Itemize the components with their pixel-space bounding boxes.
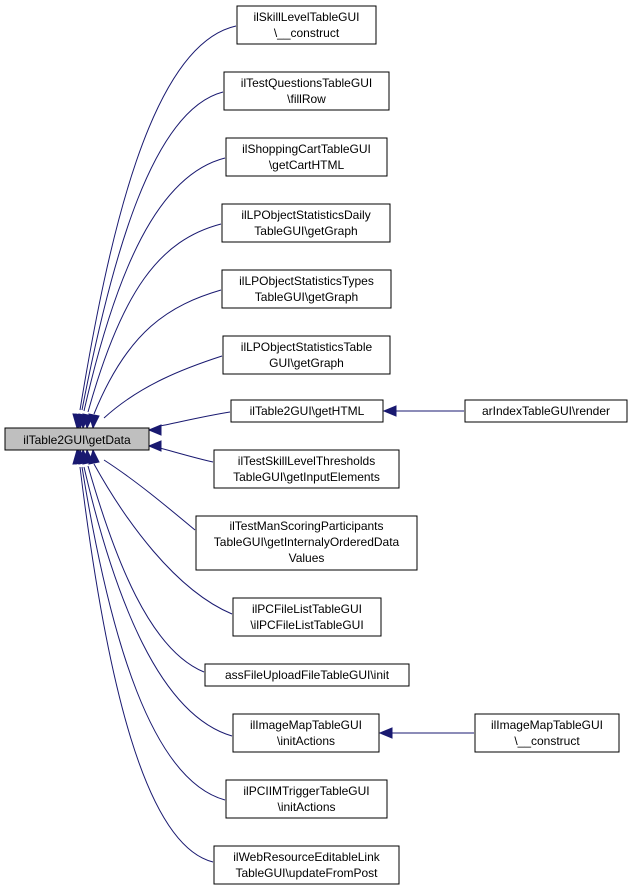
node-image-map-table-construct[interactable]: ilImageMapTableGUI \__construct <box>474 713 620 753</box>
node-label-line: ilPCIIMTriggerTableGUI <box>243 784 369 798</box>
edge-line <box>93 463 233 615</box>
edge-line <box>79 466 214 863</box>
node-label-line: assFileUploadFileTableGUI\init <box>225 668 390 682</box>
arrowhead <box>382 405 397 417</box>
edge-line <box>87 465 205 673</box>
node-shopping-cart-table-getcarthtml[interactable]: ilShoppingCartTableGUI \getCartHTML <box>225 137 388 177</box>
node-label-line: arIndexTableGUI\render <box>482 404 610 418</box>
edge-render-to-gethtml <box>382 405 464 417</box>
arrowhead <box>147 424 162 436</box>
node-table2gui-gethtml[interactable]: ilTable2GUI\getHTML <box>230 399 384 423</box>
edge-line <box>79 25 237 411</box>
arrowhead <box>72 448 84 465</box>
edge-line <box>81 91 224 411</box>
node-ar-index-table-render[interactable]: arIndexTableGUI\render <box>464 399 628 423</box>
node-label-line: \initActions <box>277 734 335 748</box>
edge-line <box>103 355 223 419</box>
node-web-resource-editable-link-updatefrompost[interactable]: ilWebResourceEditableLink TableGUI\updat… <box>213 845 400 885</box>
node-label-line: \__construct <box>514 734 580 748</box>
edge-web-resource-to-root <box>72 448 214 863</box>
node-label-line: TableGUI\getGraph <box>254 224 357 238</box>
node-label-line: TableGUI\getInternalyOrderedData <box>214 535 400 549</box>
node-label-line: GUI\getGraph <box>269 356 344 370</box>
node-label-line: ilLPObjectStatisticsDaily <box>241 208 370 222</box>
node-pc-file-list-table-constructor[interactable]: ilPCFileListTableGUI \ilPCFileListTableG… <box>232 597 382 637</box>
node-label-line: ilTestManScoringParticipants <box>229 519 383 533</box>
edge-line <box>87 223 222 413</box>
node-label-line: \getCartHTML <box>269 158 345 172</box>
edge-line <box>81 466 226 801</box>
edge-line <box>83 466 233 737</box>
node-label-line: ilTestSkillLevelThresholds <box>238 454 375 468</box>
node-label-line: ilTable2GUI\getHTML <box>250 404 365 418</box>
node-label-line: Values <box>289 551 325 565</box>
edge-gethtml-to-root <box>147 411 231 436</box>
node-label-line: ilLPObjectStatisticsTable <box>241 340 373 354</box>
edge-file-upload-to-root <box>78 448 205 673</box>
node-label-line: TableGUI\getGraph <box>255 290 358 304</box>
edge-lp-table-to-root <box>88 355 223 430</box>
node-lp-statistics-daily-getgraph[interactable]: ilLPObjectStatisticsDaily TableGUI\getGr… <box>221 203 391 243</box>
edge-line <box>159 447 214 463</box>
node-label-line: ilPCFileListTableGUI <box>252 602 362 616</box>
arrowhead <box>378 727 393 739</box>
edge-image-map-construct-to-initactions <box>378 727 474 739</box>
edge-line <box>159 411 231 427</box>
node-pc-iim-trigger-table-initactions[interactable]: ilPCIIMTriggerTableGUI \initActions <box>225 779 388 819</box>
node-label-line: \ilPCFileListTableGUI <box>250 618 363 632</box>
edge-test-questions-to-root <box>73 91 224 430</box>
edge-layer <box>72 25 474 863</box>
node-test-skill-level-thresholds-getinputelements[interactable]: ilTestSkillLevelThresholds TableGUI\getI… <box>213 449 400 489</box>
arrowhead <box>147 440 162 452</box>
node-lp-statistics-types-getgraph[interactable]: ilLPObjectStatisticsTypes TableGUI\getGr… <box>221 269 392 309</box>
node-label-line: ilImageMapTableGUI <box>491 718 603 732</box>
node-label-line: ilImageMapTableGUI <box>250 718 362 732</box>
node-label-line: ilLPObjectStatisticsTypes <box>239 274 374 288</box>
node-label-line: \initActions <box>277 800 335 814</box>
node-ass-file-upload-table-init[interactable]: assFileUploadFileTableGUI\init <box>204 663 410 687</box>
edge-image-map-to-root <box>75 448 233 737</box>
node-image-map-table-initactions[interactable]: ilImageMapTableGUI \initActions <box>232 713 380 753</box>
node-root[interactable]: ilTable2GUI\getData <box>4 427 150 451</box>
node-label-line: ilSkillLevelTableGUI <box>253 10 359 24</box>
arrowhead <box>88 413 100 430</box>
node-test-man-scoring-participants-values[interactable]: ilTestManScoringParticipants TableGUI\ge… <box>195 515 418 571</box>
node-label-line: ilWebResourceEditableLink <box>233 850 381 864</box>
node-root-label: ilTable2GUI\getData <box>23 433 131 447</box>
edge-line <box>93 289 222 415</box>
node-skill-level-table-construct[interactable]: ilSkillLevelTableGUI \__construct <box>236 5 377 45</box>
edge-thresholds-to-root <box>147 440 214 463</box>
node-label-line: TableGUI\updateFromPost <box>235 866 378 880</box>
edge-line <box>83 157 226 412</box>
node-label-line: \__construct <box>274 26 340 40</box>
node-lp-statistics-table-getgraph[interactable]: ilLPObjectStatisticsTable GUI\getGraph <box>222 335 391 375</box>
edge-man-scoring-to-root <box>88 448 196 531</box>
node-label-line: TableGUI\getInputElements <box>233 470 380 484</box>
node-label-line: \fillRow <box>287 92 326 106</box>
edge-shopping-cart-to-root <box>75 157 226 430</box>
node-label-line: ilShoppingCartTableGUI <box>242 142 371 156</box>
node-label-line: ilTestQuestionsTableGUI <box>241 76 372 90</box>
node-test-questions-table-fillrow[interactable]: ilTestQuestionsTableGUI \fillRow <box>223 71 390 111</box>
edge-line <box>103 459 196 531</box>
edge-iim-trigger-to-root <box>73 448 226 801</box>
